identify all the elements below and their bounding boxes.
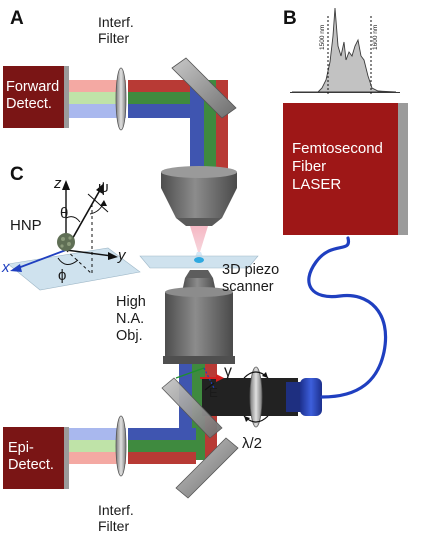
top-filter-label: Interf. Filter [98,14,134,46]
scanner-label: 3D piezo scanner [222,262,279,296]
panel-b-letter: B [283,8,297,29]
sample-slide [139,255,259,269]
polarization-vectors [175,367,224,391]
epi-detector-line1: Epi- [8,440,34,456]
marker-1500-label: 1500 nm [319,25,326,50]
theta-label: θ [60,205,69,222]
dichroic-mirror [161,377,223,439]
objective-label: High N.A. Obj. [116,294,146,345]
bottom-filter-line1: Interf. [98,502,134,518]
marker-1600-label: 1600 nm [372,25,379,50]
optical-fiber [307,236,388,399]
bottom-filter [115,415,127,477]
bottom-filter-label: Interf. Filter [98,502,134,534]
forward-detector [3,66,69,128]
fiber-collimator [286,378,322,416]
panel-c-letter: C [10,164,24,185]
scanner-line2: scanner [222,279,274,295]
forward-detector-label: Forward Detect. [6,79,59,113]
high-na-objective [163,270,235,364]
epi-detector-line2: Detect. [8,457,54,473]
phi-label: ϕ [58,267,67,284]
bottom-mirror [175,437,239,499]
objective-line1: High [116,294,146,310]
top-mirror [171,57,237,119]
panel-a-letter: A [10,8,24,29]
laser-line2: Fiber [292,158,327,175]
condenser [161,166,237,226]
objective-line3: Obj. [116,328,143,344]
focus-cone [190,226,208,252]
bottom-filter-line2: Filter [98,518,130,534]
y-axis-label: y [118,247,126,264]
hnp-geometry [7,180,141,291]
laser-label: Femtosecond Fiber LASER [292,140,383,194]
forward-detector-line2: Detect. [6,96,52,112]
gamma-label: γ [224,363,232,380]
x-axis-label: x [2,259,10,276]
halfwave-plate [243,366,269,428]
hnp-label: HNP [10,217,42,234]
top-filter [115,67,127,131]
spectrum-plot: 1500 nm 1600 nm [290,7,400,94]
epi-detector [3,427,69,489]
psi-label: ψ [98,179,109,196]
efield-label: E [209,385,218,400]
laser-line3: LASER [292,176,342,193]
epi-detector-label: Epi- Detect. [8,440,54,474]
laser-box [283,103,408,235]
z-axis-label: z [54,175,62,192]
objective-line2: N.A. [116,311,145,327]
scanner-line1: 3D piezo [222,262,280,278]
halfwave-label: λ/2 [242,435,263,452]
laser-line1: Femtosecond [292,140,383,157]
top-filter-line1: Interf. [98,14,134,30]
top-filter-line2: Filter [98,30,130,46]
forward-detector-line1: Forward [6,79,60,95]
